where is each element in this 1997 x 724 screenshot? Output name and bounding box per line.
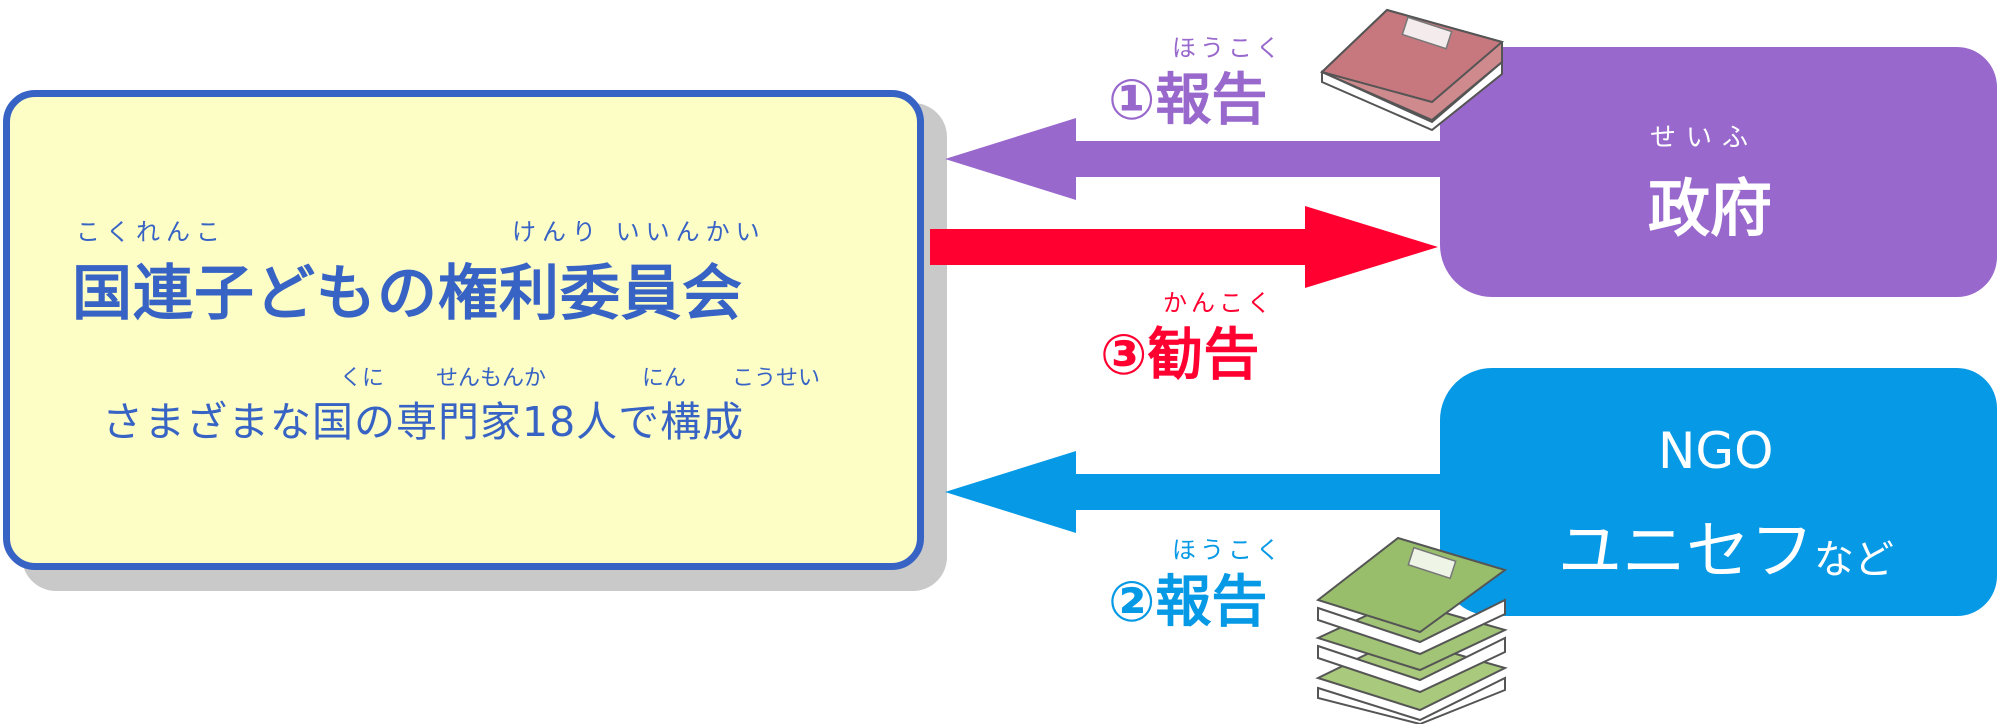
recommend-label: ③勧告 (1100, 323, 1260, 388)
government-box (1440, 47, 1997, 297)
ngo-unicef-label: ユニセフなど (1558, 500, 1894, 592)
report2-arrow (945, 451, 1445, 533)
report2-ruby: ほうこく (1172, 536, 1284, 564)
committee-description: さまざまな国の専門家18人で構成 (102, 398, 745, 446)
committee-title-ruby-1: こくれんこ (76, 218, 226, 246)
ngo-suffix: など (1814, 537, 1894, 583)
report1-label: ①報告 (1108, 68, 1268, 133)
ngo-label: NGO (1658, 422, 1774, 480)
ngo-box (1440, 368, 1997, 616)
committee-title-ruby-2: けんり いいんかい (512, 218, 766, 246)
committee-desc-ruby-4: こうせい (732, 366, 821, 391)
government-ruby: せいふ (1650, 123, 1759, 153)
report2-label: ②報告 (1108, 570, 1268, 635)
recommend-ruby: かんこく (1163, 289, 1275, 317)
report1-ruby: ほうこく (1172, 34, 1284, 62)
green-book-stack-icon (1315, 536, 1508, 724)
red-book-icon (1320, 8, 1505, 132)
ngo-unicef-text: ユニセフ (1558, 515, 1814, 589)
committee-box (3, 90, 924, 570)
report1-arrow (945, 118, 1445, 200)
committee-desc-ruby-1: くに (340, 366, 385, 391)
government-label: 政府 (1648, 172, 1773, 245)
committee-desc-ruby-2: せんもんか (436, 366, 547, 391)
committee-desc-ruby-3: にん (642, 366, 687, 391)
committee-title: 国連子どもの権利委員会 (72, 259, 743, 329)
recommend-arrow (930, 206, 1438, 288)
